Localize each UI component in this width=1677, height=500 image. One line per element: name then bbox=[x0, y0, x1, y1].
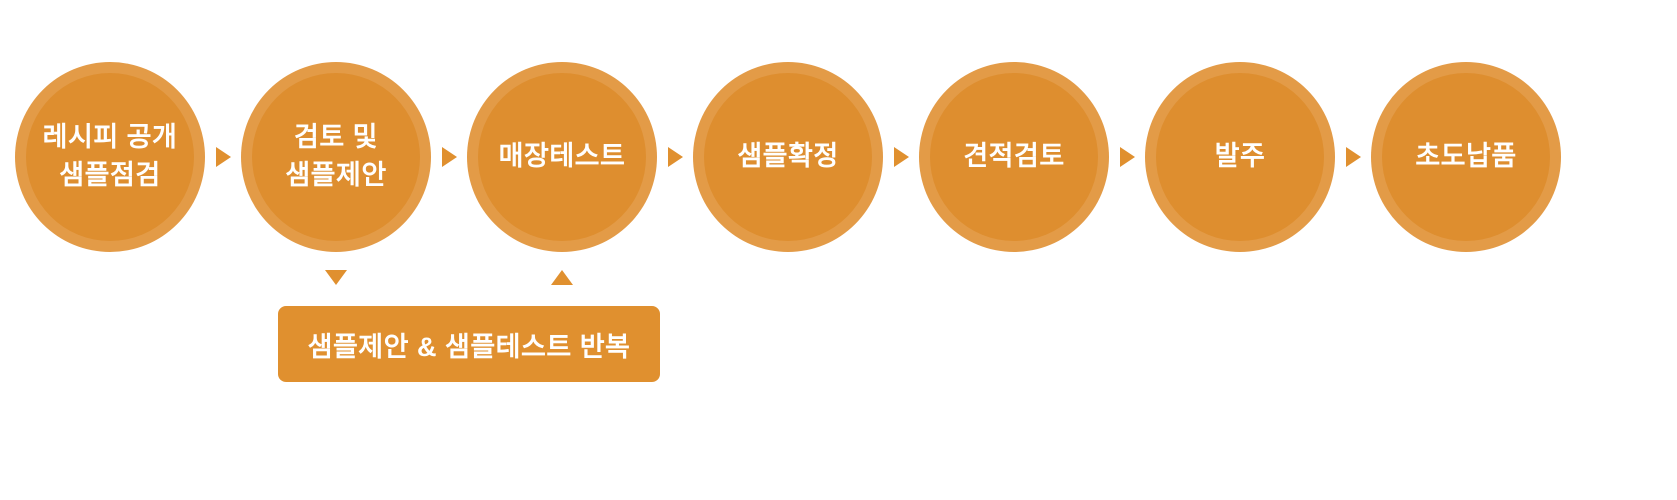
connector-2-3 bbox=[431, 147, 467, 167]
arrow-right-icon bbox=[1119, 147, 1135, 167]
step-circle-1: 레시피 공개 샘플점검 bbox=[15, 62, 205, 252]
step-circle-5-inner: 견적검토 bbox=[930, 73, 1098, 241]
connector-4-5 bbox=[883, 147, 919, 167]
step-5-label: 견적검토 bbox=[963, 141, 1065, 172]
arrow-right-icon bbox=[667, 147, 683, 167]
step-circle-7: 초도납품 bbox=[1371, 62, 1561, 252]
step-circle-3-inner: 매장테스트 bbox=[478, 73, 646, 241]
step-7-label: 초도납품 bbox=[1415, 141, 1517, 172]
connector-5-6 bbox=[1109, 147, 1145, 167]
arrow-right-icon bbox=[441, 147, 457, 167]
step-circle-6-inner: 발주 bbox=[1156, 73, 1324, 241]
process-flow-row: 레시피 공개 샘플점검 검토 및 샘플제안 매장테스트 샘플확정 bbox=[15, 62, 1561, 252]
step-circle-7-inner: 초도납품 bbox=[1382, 73, 1550, 241]
connector-1-2 bbox=[205, 147, 241, 167]
arrow-right-icon bbox=[893, 147, 909, 167]
connector-3-4 bbox=[657, 147, 693, 167]
step-circle-1-inner: 레시피 공개 샘플점검 bbox=[26, 73, 194, 241]
feedback-loop-box: 샘플제안 & 샘플테스트 반복 bbox=[278, 306, 660, 382]
arrow-down-icon bbox=[325, 270, 347, 285]
step-6-label: 발주 bbox=[1214, 141, 1266, 172]
step-4-label: 샘플확정 bbox=[737, 141, 839, 172]
arrow-right-icon bbox=[215, 147, 231, 167]
arrow-right-icon bbox=[1345, 147, 1361, 167]
feedback-loop-label: 샘플제안 & 샘플테스트 반복 bbox=[307, 331, 631, 362]
step-circle-2-inner: 검토 및 샘플제안 bbox=[252, 73, 420, 241]
connector-6-7 bbox=[1335, 147, 1371, 167]
step-2-label: 검토 및 샘플제안 bbox=[285, 122, 387, 190]
step-1-label: 레시피 공개 샘플점검 bbox=[42, 122, 178, 190]
step-3-label: 매장테스트 bbox=[498, 141, 626, 172]
step-circle-2: 검토 및 샘플제안 bbox=[241, 62, 431, 252]
step-circle-4: 샘플확정 bbox=[693, 62, 883, 252]
arrow-up-icon bbox=[551, 270, 573, 285]
step-circle-5: 견적검토 bbox=[919, 62, 1109, 252]
step-circle-6: 발주 bbox=[1145, 62, 1335, 252]
step-circle-4-inner: 샘플확정 bbox=[704, 73, 872, 241]
step-circle-3: 매장테스트 bbox=[467, 62, 657, 252]
